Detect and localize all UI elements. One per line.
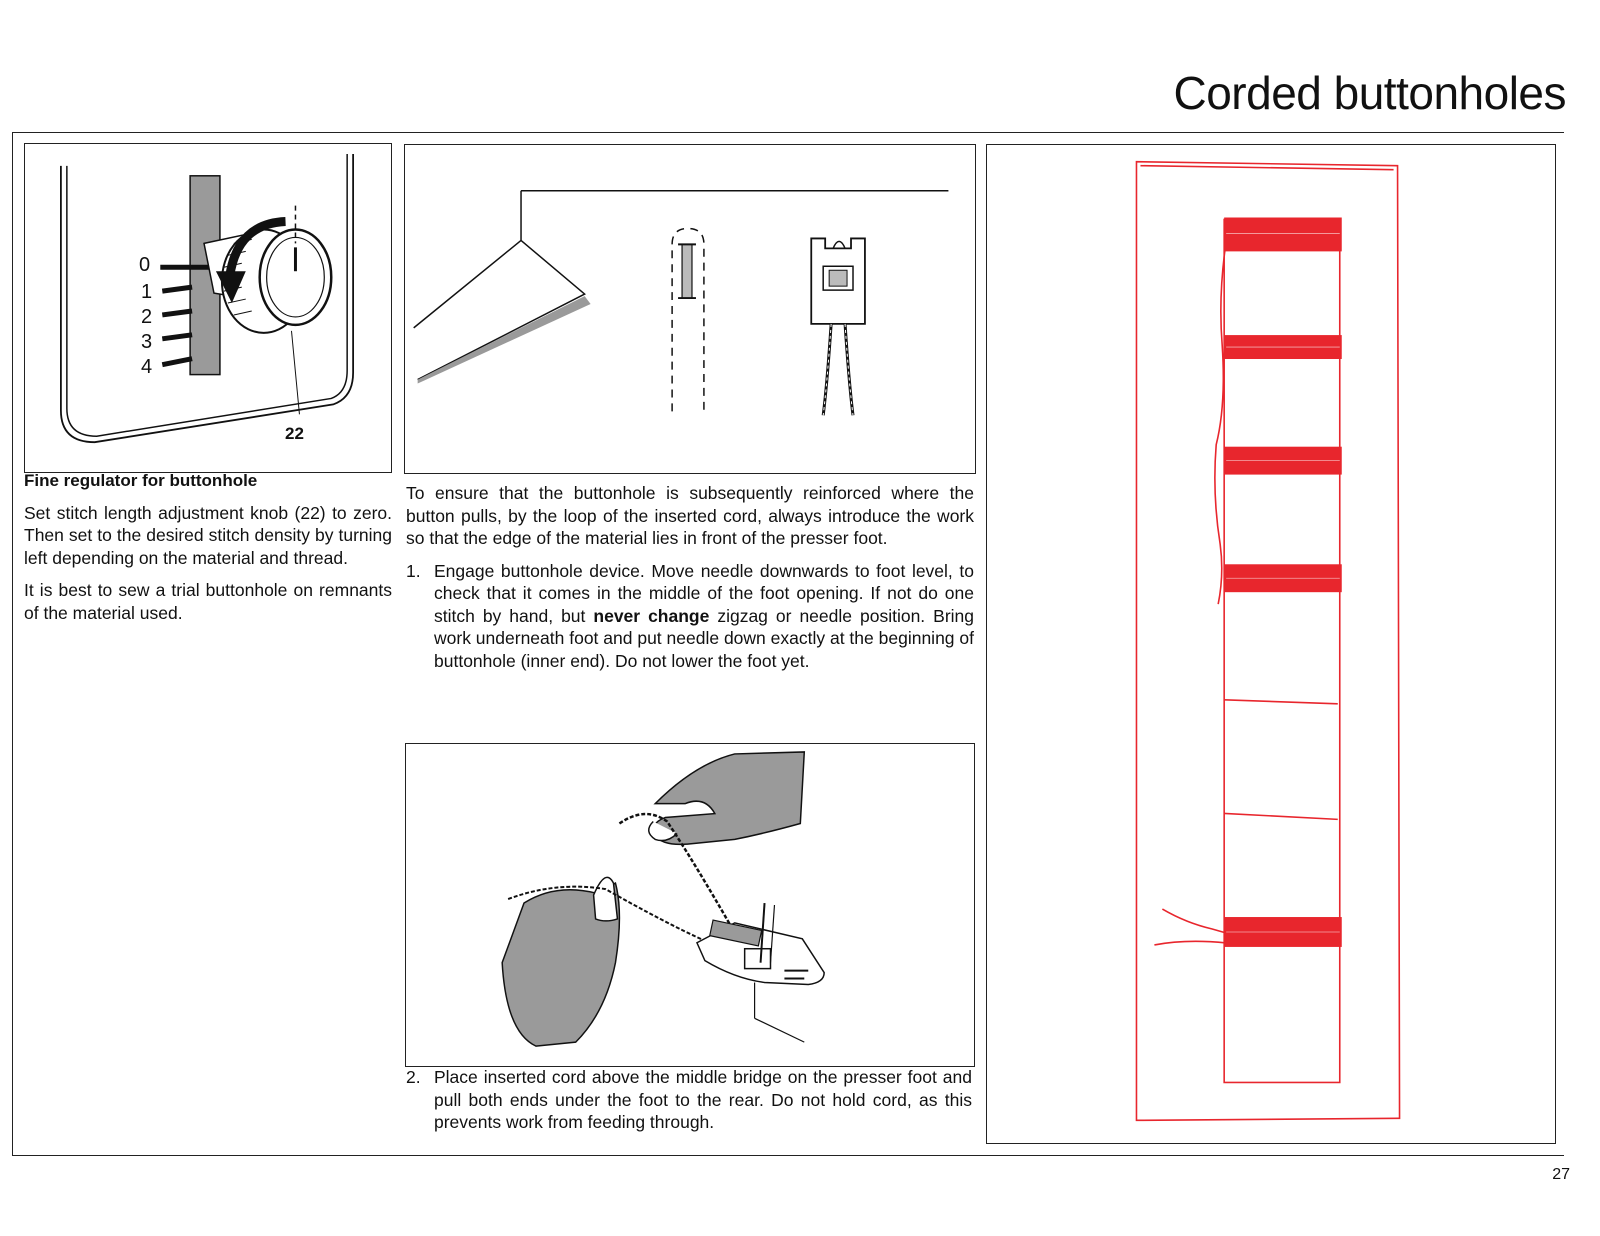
list-number: 2. — [406, 1067, 421, 1087]
list-item: 1. Engage buttonhole device. Move needle… — [406, 560, 974, 673]
list-text: Place inserted cord above the middle bri… — [434, 1067, 972, 1132]
step2-text: 2. Place inserted cord above the middle … — [406, 1066, 972, 1134]
page-title: Corded buttonholes — [1173, 67, 1566, 119]
knob-illustration — [60, 153, 355, 444]
stitched-sample-illustration — [1135, 160, 1401, 1122]
middle-column-text: To ensure that the buttonhole is subsequ… — [406, 482, 974, 672]
scale-label-2: 2 — [141, 306, 153, 328]
paragraph: It is best to sew a trial buttonhole on … — [24, 580, 392, 623]
scale-label-0: 0 — [139, 254, 151, 276]
figure-stitched-sample — [986, 144, 1556, 1144]
content-frame — [12, 132, 1564, 1156]
scale-label-3: 3 — [141, 331, 153, 353]
paragraph: Set stitch length adjustment knob (22) t… — [24, 502, 392, 568]
callout-label: 22 — [285, 424, 304, 443]
intro-paragraph: To ensure that the buttonhole is subsequ… — [406, 483, 974, 548]
page-number: 27 — [1552, 1166, 1570, 1183]
section-heading: Fine regulator for buttonhole — [24, 471, 258, 490]
presser-foot-illustration — [413, 189, 949, 416]
figure-knob: 0 1 2 3 4 22 — [24, 143, 392, 473]
list-number: 1. — [406, 560, 421, 581]
list-text: Engage buttonhole device. Move needle do… — [434, 560, 974, 671]
figure-hands-cord — [405, 743, 975, 1067]
figure-presser-foot — [404, 144, 976, 474]
scale-label-4: 4 — [141, 356, 153, 378]
list-item: 2. Place inserted cord above the middle … — [406, 1066, 972, 1134]
left-column-text: Fine regulator for buttonhole Set stitch… — [24, 470, 392, 634]
hands-cord-illustration — [501, 751, 825, 1047]
scale-label-1: 1 — [141, 281, 153, 303]
